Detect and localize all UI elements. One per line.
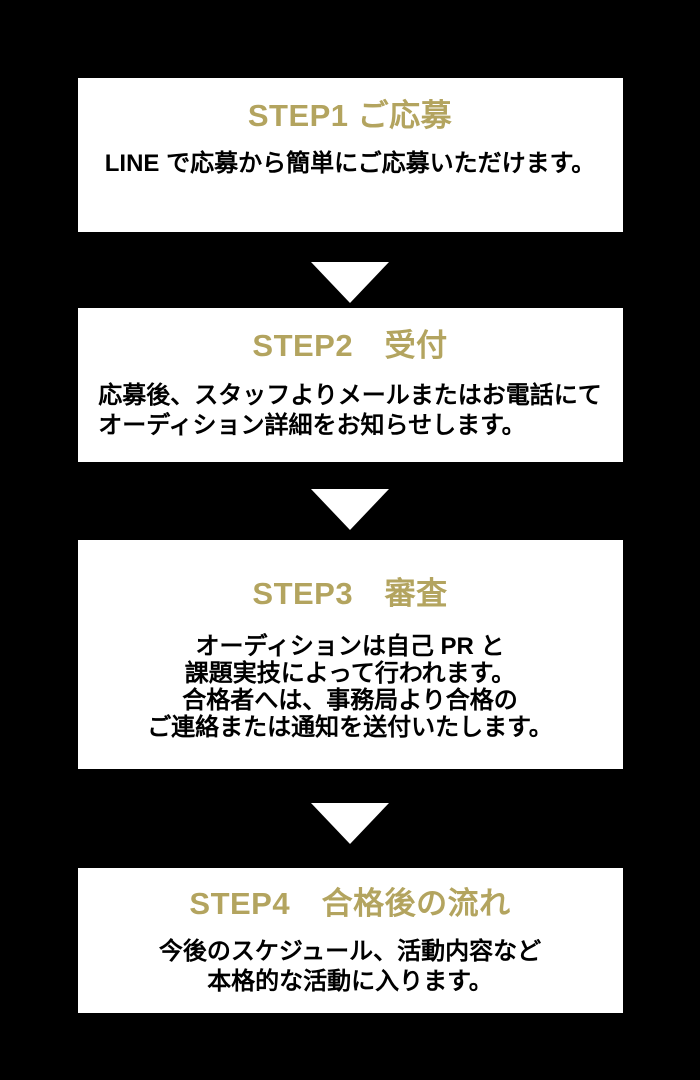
step-4-title: STEP4 合格後の流れ (189, 886, 511, 921)
step-card-4: STEP4 合格後の流れ 今後のスケジュール、活動内容など 本格的な活動に入りま… (77, 868, 623, 1013)
step-4-description: 今後のスケジュール、活動内容など 本格的な活動に入ります。 (158, 938, 542, 995)
down-arrow-icon (311, 262, 389, 303)
step-1-title: STEP1 ご応募 (247, 98, 453, 133)
step-card-1: STEP1 ご応募 LINE で応募から簡単にご応募いただけます。 (77, 78, 623, 232)
down-arrow-icon (311, 489, 389, 530)
down-arrow-icon (311, 803, 389, 844)
audition-flow: STEP1 ご応募 LINE で応募から簡単にご応募いただけます。 STEP2 … (77, 78, 623, 1013)
step-card-3: STEP3 審査 オーディションは自己 PR と 課題実技によって行われます。 … (77, 540, 623, 769)
step-2-title: STEP2 受付 (252, 328, 448, 363)
step-1-description: LINE で応募から簡単にご応募いただけます。 (104, 150, 596, 177)
step-card-2: STEP2 受付 応募後、スタッフよりメールまたはお電話にて オーディション詳細… (77, 308, 623, 462)
step-3-description: オーディションは自己 PR と 課題実技によって行われます。 合格者へは、事務局… (147, 633, 553, 741)
step-3-title: STEP3 審査 (252, 576, 448, 611)
step-2-description: 応募後、スタッフよりメールまたはお電話にて オーディション詳細をお知らせします。 (98, 382, 602, 439)
